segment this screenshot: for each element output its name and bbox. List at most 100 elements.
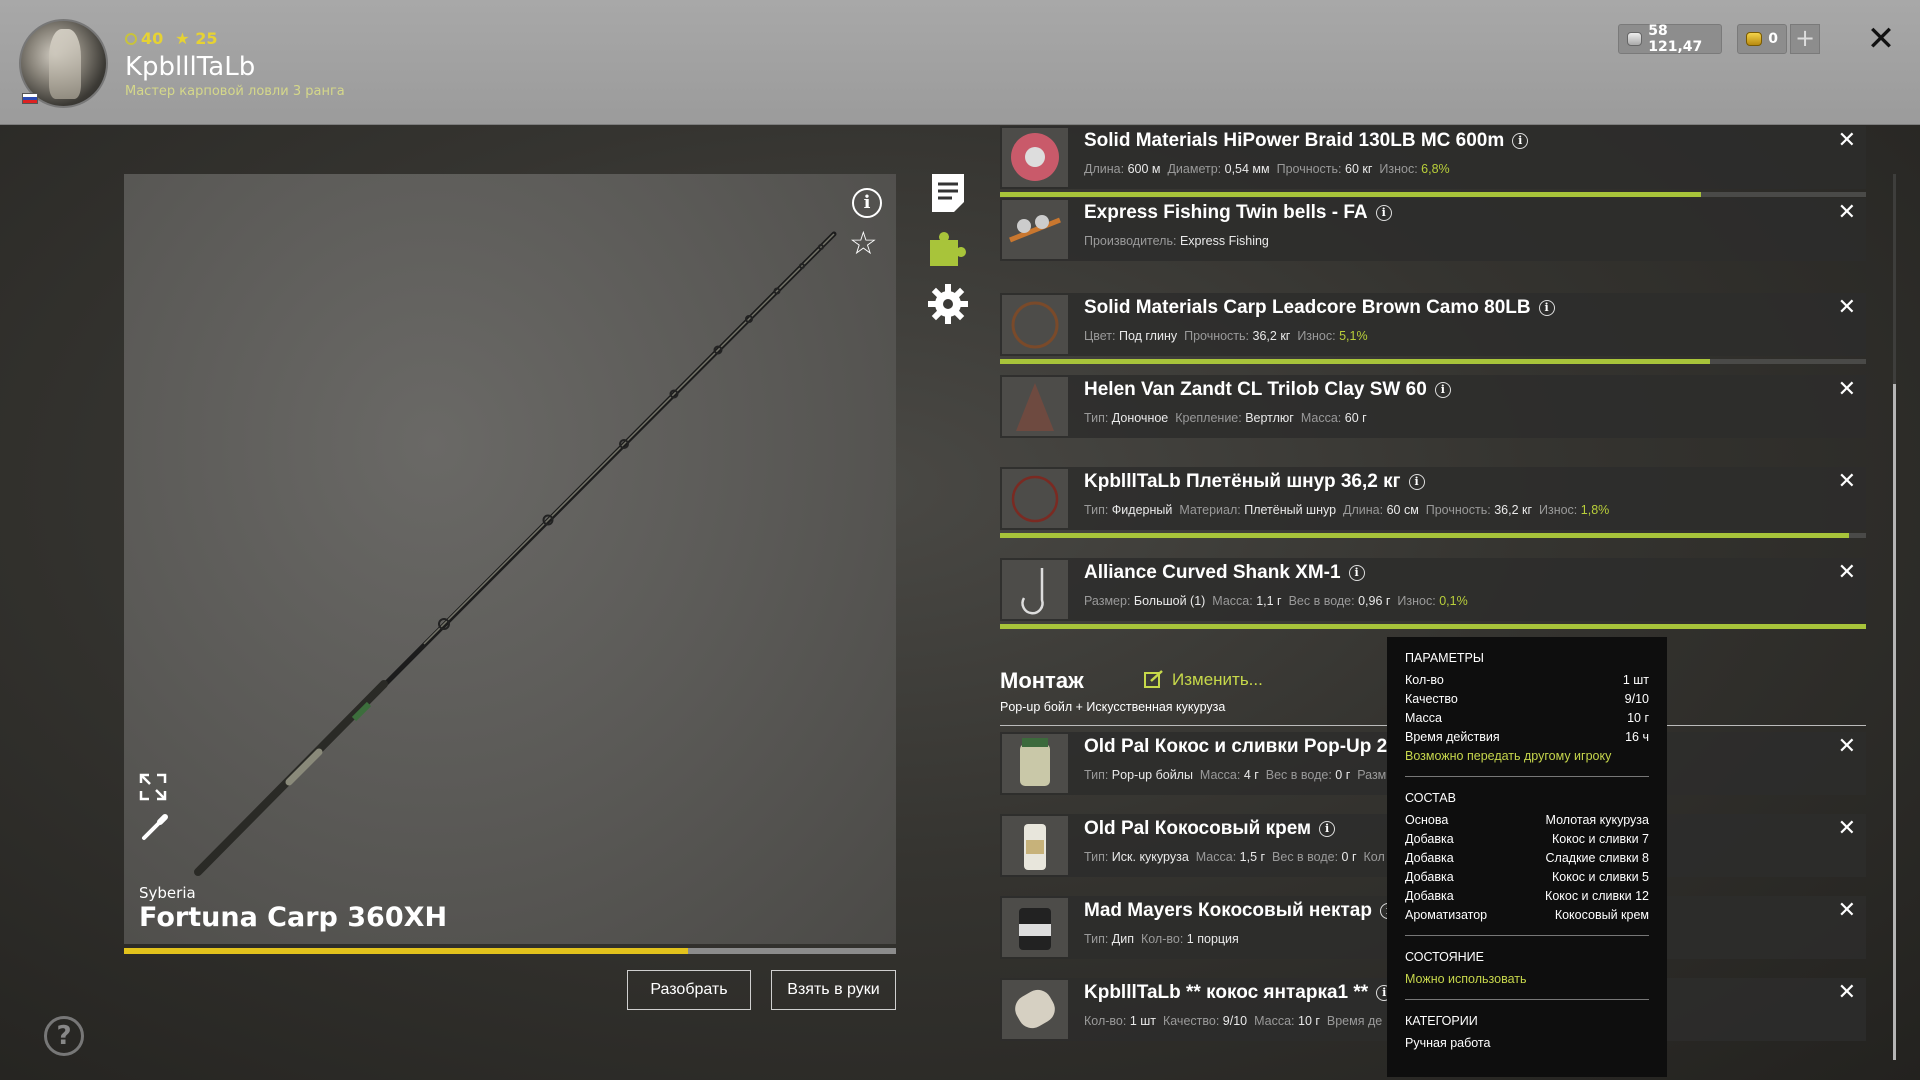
prop-value: Pop-up бойлы: [1111, 768, 1193, 782]
info-icon[interactable]: i: [1538, 300, 1555, 316]
prop-label: Масса:: [1195, 850, 1237, 864]
prop-label: Кол-во:: [1084, 1014, 1127, 1028]
prop-value: 0 г: [1335, 768, 1351, 782]
tooltip-value: Сладкие сливки 8: [1545, 851, 1650, 865]
tooltip-state-title: СОСТОЯНИЕ: [1405, 950, 1484, 964]
silver-balance[interactable]: 58 121,47: [1618, 23, 1722, 55]
rod-brand: Syberia: [139, 884, 196, 902]
paint-brush-icon[interactable]: [138, 814, 168, 844]
remove-item-icon[interactable]: ✕: [1837, 377, 1856, 402]
info-icon[interactable]: i: [1348, 565, 1365, 581]
rod-info-icon[interactable]: i: [852, 188, 882, 218]
tooltip-value: Кокос и сливки 12: [1545, 889, 1649, 903]
tooltip-key: Добавка: [1405, 870, 1454, 884]
remove-item-icon[interactable]: ✕: [1837, 980, 1856, 1005]
item-properties: Тип: Доночное Крепление: Вертлюг Масса: …: [1084, 411, 1367, 425]
player-name: KpblllTaLb: [125, 52, 256, 82]
item-properties: Тип: Pop-up бойлы Масса: 4 г Вес в воде:…: [1084, 768, 1386, 782]
expand-icon[interactable]: [138, 772, 168, 802]
prop-value: 0 г: [1341, 850, 1357, 864]
item-title[interactable]: Mad Mayers Кокосовый нектарi: [1084, 900, 1396, 922]
help-icon[interactable]: ?: [44, 1016, 84, 1056]
close-button[interactable]: ✕: [1866, 19, 1896, 59]
rig-title: Монтаж: [1000, 668, 1084, 693]
tooltip-key: Добавка: [1405, 832, 1454, 846]
remove-item-icon[interactable]: ✕: [1837, 898, 1856, 923]
list-scrollbar-thumb[interactable]: [1893, 384, 1896, 1060]
remove-item-icon[interactable]: ✕: [1837, 734, 1856, 759]
info-icon[interactable]: i: [1512, 133, 1529, 149]
prop-value: Вертлюг: [1245, 411, 1294, 425]
item-title[interactable]: Solid Materials HiPower Braid 130LB MC 6…: [1084, 130, 1529, 152]
remove-item-icon[interactable]: ✕: [1837, 128, 1856, 153]
edit-icon: [1144, 670, 1163, 688]
prop-label: Вес в воде:: [1288, 594, 1355, 608]
tooltip-value: Кокос и сливки 5: [1551, 870, 1649, 884]
puzzle-icon[interactable]: [926, 226, 970, 270]
info-icon[interactable]: i: [1375, 205, 1392, 221]
take-in-hands-button[interactable]: Взять в руки: [771, 970, 896, 1010]
prop-label: Цвет:: [1084, 329, 1116, 343]
prop-value: Большой (1): [1133, 594, 1206, 608]
gold-balance[interactable]: 0: [1737, 24, 1787, 54]
prop-value: Иск. кукуруза: [1111, 850, 1189, 864]
remove-item-icon[interactable]: ✕: [1837, 560, 1856, 585]
prop-value: 0,54 мм: [1224, 162, 1270, 176]
info-icon[interactable]: i: [1434, 382, 1451, 398]
rig-edit-link[interactable]: Изменить...: [1144, 670, 1263, 690]
prop-value: 36,2 кг: [1494, 503, 1533, 517]
item-wear-bar: [1000, 624, 1866, 629]
prop-label: Кол-во:: [1140, 932, 1184, 946]
remove-item-icon[interactable]: ✕: [1837, 295, 1856, 320]
favorite-star-icon[interactable]: ☆: [849, 224, 878, 262]
item-properties: Производитель: Express Fishing: [1084, 234, 1269, 248]
remove-item-icon[interactable]: ✕: [1837, 816, 1856, 841]
tooltip-categories-value: Ручная работа: [1405, 1036, 1491, 1050]
item-row[interactable]: Solid Materials Carp Leadcore Brown Camo…: [1000, 293, 1866, 356]
add-gold-button[interactable]: +: [1790, 24, 1820, 54]
rank-stat: 40: [125, 29, 163, 48]
prop-label: Размер:: [1084, 594, 1131, 608]
prop-value: 1 шт: [1129, 1014, 1157, 1028]
item-thumbnail: [1002, 980, 1068, 1039]
prop-label: Масса:: [1212, 594, 1253, 608]
remove-item-icon[interactable]: ✕: [1837, 200, 1856, 225]
prop-value: 60 кг: [1345, 162, 1373, 176]
tooltip-transfer-note: Возможно передать другому игроку: [1405, 749, 1612, 763]
item-row[interactable]: Solid Materials HiPower Braid 130LB MC 6…: [1000, 126, 1866, 189]
gear-icon[interactable]: [926, 282, 970, 326]
prop-value: 9/10: [1222, 1014, 1248, 1028]
info-icon[interactable]: i: [1408, 474, 1425, 490]
tooltip-params-title: ПАРАМЕТРЫ: [1405, 651, 1484, 665]
star-stat: ★ 25: [175, 29, 217, 48]
prop-value: Фидерный: [1111, 503, 1173, 517]
item-title[interactable]: KpblllTaLb ** кокос янтарка1 **i: [1084, 982, 1393, 1004]
rank-value: 40: [141, 29, 164, 48]
item-title[interactable]: Solid Materials Carp Leadcore Brown Camo…: [1084, 297, 1555, 319]
prop-label: Материал:: [1179, 503, 1241, 517]
item-title[interactable]: Old Pal Кокос и сливки Pop-Up 22i: [1084, 736, 1422, 758]
star-icon: ★: [175, 29, 190, 48]
item-thumbnail: [1002, 128, 1068, 187]
remove-item-icon[interactable]: ✕: [1837, 469, 1856, 494]
notes-icon[interactable]: [926, 170, 970, 214]
item-properties: Тип: Иск. кукуруза Масса: 1,5 г Вес в во…: [1084, 850, 1385, 864]
tooltip-categories-title: КАТЕГОРИИ: [1405, 1014, 1478, 1028]
info-icon[interactable]: i: [1319, 821, 1336, 837]
rod-preview[interactable]: i ☆ Syberia Fortuna Carp 360XH: [124, 174, 896, 944]
disassemble-button[interactable]: Разобрать: [627, 970, 751, 1010]
